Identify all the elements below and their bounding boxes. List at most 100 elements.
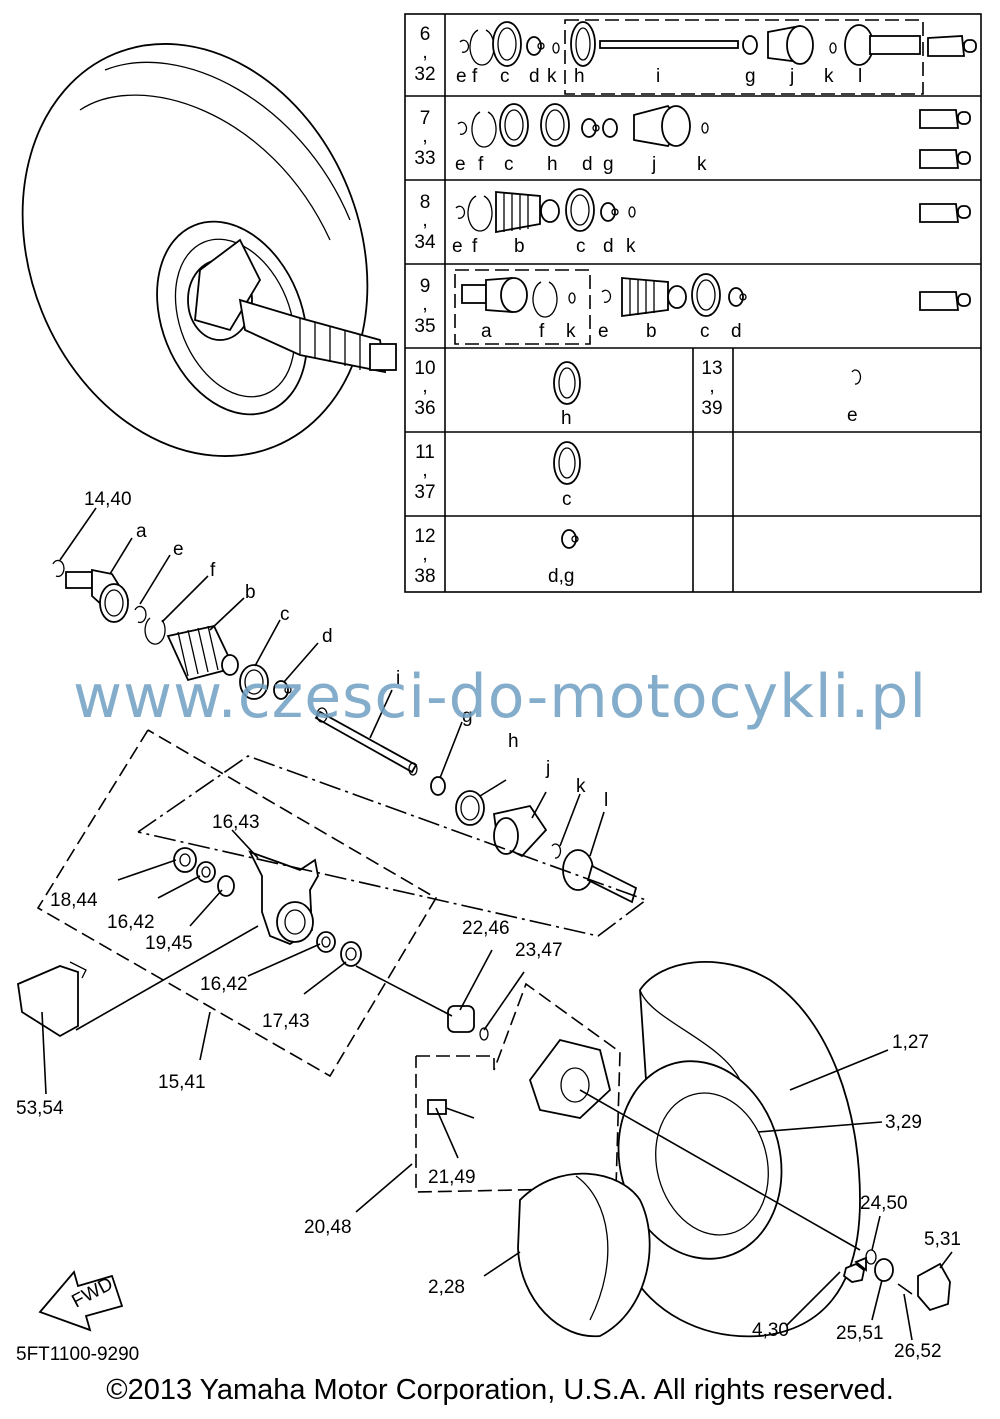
front-tire-illustration bbox=[21, 43, 397, 457]
row-num-sep: , bbox=[422, 376, 427, 397]
svg-text:c: c bbox=[576, 236, 586, 257]
row-num-sep: , bbox=[709, 376, 714, 397]
row-num-bottom: 32 bbox=[414, 64, 435, 85]
callout-16-42: 16,42 bbox=[200, 974, 248, 995]
callout-l: l bbox=[604, 790, 608, 811]
callout-16-43: 16,43 bbox=[212, 812, 260, 833]
row-num-bottom: 37 bbox=[414, 482, 435, 503]
callout-24-50: 24,50 bbox=[860, 1193, 908, 1214]
svg-text:f: f bbox=[539, 321, 545, 342]
svg-text:c: c bbox=[500, 66, 510, 87]
svg-text:h: h bbox=[574, 66, 585, 87]
row-num-sep: , bbox=[422, 42, 427, 63]
row-num-bottom: 38 bbox=[414, 566, 435, 587]
row-9-parts bbox=[461, 273, 971, 318]
svg-text:k: k bbox=[566, 321, 576, 342]
svg-text:i: i bbox=[656, 66, 660, 87]
callout-k: k bbox=[576, 776, 586, 797]
row-10-part: h bbox=[553, 361, 581, 429]
row-num-top: 7 bbox=[420, 108, 431, 129]
row-num-sep: , bbox=[422, 294, 427, 315]
parts-table: 6 , 32 7 , 33 8 , 34 9 , 35 10 , 36 11 ,… bbox=[404, 13, 982, 593]
knuckle-and-bearings bbox=[173, 847, 489, 1041]
svg-text:f: f bbox=[472, 236, 478, 257]
svg-text:c: c bbox=[700, 321, 710, 342]
callout-e: e bbox=[173, 539, 184, 560]
row-11-part: c bbox=[553, 441, 581, 510]
callout-15-41: 15,41 bbox=[158, 1072, 206, 1093]
fwd-arrow-icon: FWD bbox=[38, 1270, 124, 1332]
row-num-top: 9 bbox=[420, 276, 431, 297]
row-8-parts bbox=[455, 188, 971, 234]
svg-text:b: b bbox=[646, 321, 657, 342]
row-num-top: 12 bbox=[414, 526, 435, 547]
row-num-sep: , bbox=[422, 126, 427, 147]
row-13-part: e bbox=[847, 369, 862, 426]
row-num-bottom: 34 bbox=[414, 232, 436, 253]
svg-text:e: e bbox=[847, 405, 858, 426]
svg-text:e: e bbox=[455, 154, 466, 175]
row-6-parts bbox=[459, 21, 977, 67]
callout-5-31: 5,31 bbox=[924, 1229, 961, 1250]
svg-text:j: j bbox=[651, 154, 656, 175]
callout-h: h bbox=[508, 731, 519, 752]
callout-22-46: 22,46 bbox=[462, 918, 510, 939]
watermark-text: www.czesci-do-motocykli.pl bbox=[72, 662, 928, 732]
row-num-top: 11 bbox=[415, 442, 435, 463]
callout-53-54: 53,54 bbox=[16, 1098, 64, 1119]
row-num-bottom: 39 bbox=[701, 398, 722, 419]
callout-25-51: 25,51 bbox=[836, 1323, 884, 1344]
svg-text:a: a bbox=[481, 321, 492, 342]
row-num-top: 8 bbox=[420, 192, 431, 213]
svg-text:l: l bbox=[858, 66, 862, 87]
row-num-top: 10 bbox=[414, 358, 435, 379]
callout-18-44: 18,44 bbox=[50, 890, 98, 911]
row-num-sep: , bbox=[422, 460, 427, 481]
callout-14-40: 14,40 bbox=[84, 489, 132, 510]
svg-text:k: k bbox=[824, 66, 834, 87]
callout-19-45: 19,45 bbox=[145, 933, 193, 954]
callout-labels: 14,40 a e f b c d i g h j k l 16,43 18,4… bbox=[16, 489, 961, 1362]
svg-text:b: b bbox=[514, 236, 525, 257]
row-num-sep: , bbox=[422, 544, 427, 565]
row-7-letters: e f c h d g j k bbox=[455, 154, 707, 175]
svg-text:d: d bbox=[603, 236, 614, 257]
callout-c: c bbox=[280, 604, 290, 625]
svg-text:g: g bbox=[745, 66, 756, 87]
rear-wheel-assembly bbox=[427, 961, 951, 1338]
callout-2-28: 2,28 bbox=[428, 1277, 465, 1298]
callout-j: j bbox=[545, 758, 550, 779]
callout-16-42: 16,42 bbox=[107, 912, 155, 933]
svg-text:k: k bbox=[697, 154, 707, 175]
row-8-letters: e f b c d k bbox=[452, 236, 636, 257]
callout-i: i bbox=[396, 668, 400, 689]
svg-text:h: h bbox=[561, 408, 572, 429]
callout-26-52: 26,52 bbox=[894, 1341, 942, 1362]
svg-text:e: e bbox=[452, 236, 463, 257]
svg-text:c: c bbox=[562, 489, 572, 510]
callout-20-48: 20,48 bbox=[304, 1217, 352, 1238]
row-num-sep: , bbox=[422, 210, 427, 231]
svg-text:e: e bbox=[598, 321, 609, 342]
callout-23-47: 23,47 bbox=[515, 940, 563, 961]
svg-text:d: d bbox=[582, 154, 593, 175]
svg-text:k: k bbox=[547, 66, 557, 87]
callout-17-43: 17,43 bbox=[262, 1011, 310, 1032]
row-9-letters: a f k e b c d bbox=[481, 321, 742, 342]
svg-text:h: h bbox=[547, 154, 558, 175]
callout-f: f bbox=[210, 560, 216, 581]
svg-text:e: e bbox=[456, 66, 467, 87]
assembly-outlines bbox=[36, 729, 648, 1193]
row-num-bottom: 36 bbox=[414, 398, 435, 419]
callout-d: d bbox=[322, 626, 333, 647]
leader-lines bbox=[41, 507, 953, 1341]
svg-text:j: j bbox=[789, 66, 794, 87]
part-code: 5FT1100-9290 bbox=[16, 1344, 140, 1365]
row-6-letters: e f c d k h i g j k l bbox=[456, 66, 862, 87]
svg-text:d: d bbox=[529, 66, 540, 87]
row-12-part: d,g bbox=[548, 529, 579, 587]
svg-text:d,g: d,g bbox=[548, 566, 574, 587]
callout-a: a bbox=[136, 521, 147, 542]
svg-text:f: f bbox=[478, 154, 484, 175]
callout-1-27: 1,27 bbox=[892, 1032, 929, 1053]
